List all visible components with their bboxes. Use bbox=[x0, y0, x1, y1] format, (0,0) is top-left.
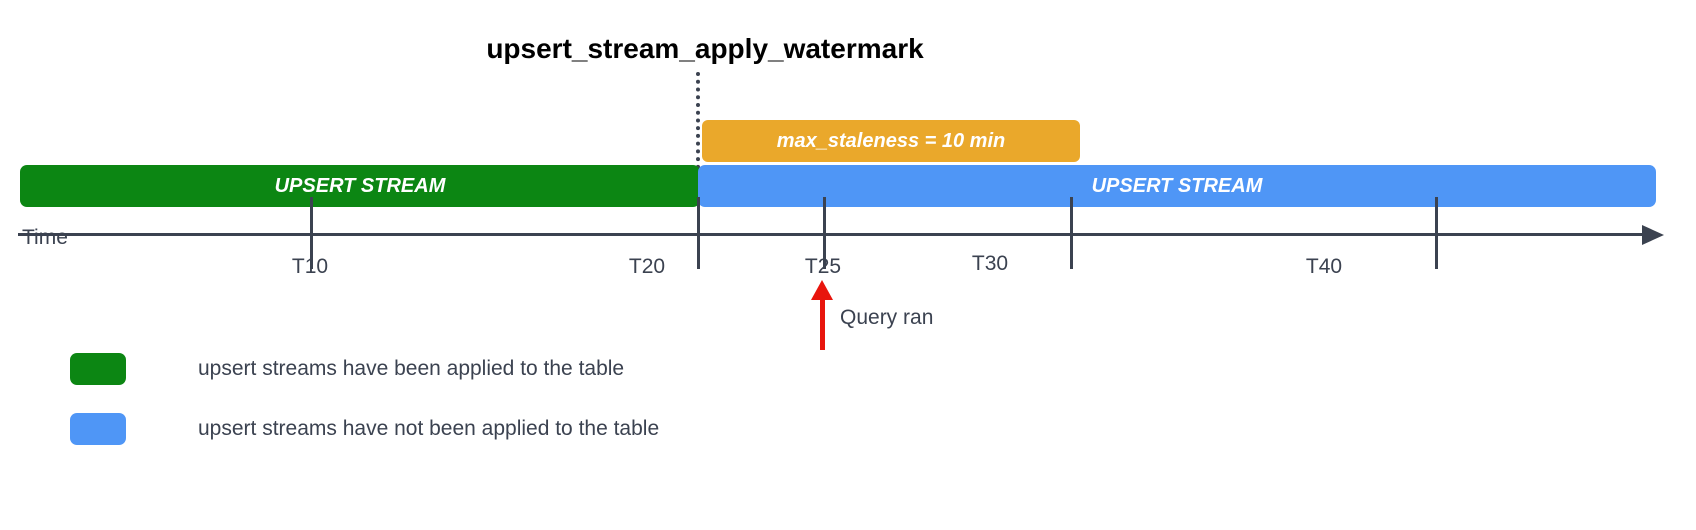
axis-tick-t20 bbox=[697, 197, 700, 269]
legend-label-applied: upsert streams have been applied to the … bbox=[198, 357, 625, 380]
axis-tick-label-t30: T30 bbox=[971, 252, 1009, 275]
axis-tick-t10 bbox=[310, 197, 313, 269]
legend-item-applied: upsert streams have been applied to the … bbox=[70, 353, 624, 385]
legend-label-not-applied: upsert streams have not been applied to … bbox=[198, 417, 660, 440]
upsert-stream-bar-not-applied-label: UPSERT STREAM bbox=[1091, 174, 1263, 197]
max-staleness-box: max_staleness = 10 min bbox=[702, 120, 1080, 162]
axis-tick-label-t20: T20 bbox=[628, 255, 666, 278]
legend-swatch-blue-icon bbox=[70, 413, 126, 445]
axis-tick-t40 bbox=[1435, 197, 1438, 269]
query-ran-arrow-icon bbox=[811, 280, 833, 300]
axis-tick-t30 bbox=[1070, 197, 1073, 269]
upsert-stream-bar-not-applied: UPSERT STREAM bbox=[698, 165, 1656, 207]
watermark-dotted-line-icon bbox=[696, 72, 700, 200]
time-axis-arrow-icon bbox=[1642, 225, 1664, 245]
time-axis-label: Time bbox=[22, 226, 68, 249]
query-ran-arrow-shaft bbox=[820, 295, 825, 350]
upsert-stream-bar-applied-label: UPSERT STREAM bbox=[274, 174, 446, 197]
max-staleness-label: max_staleness = 10 min bbox=[776, 129, 1006, 152]
legend-swatch-green-icon bbox=[70, 353, 126, 385]
axis-tick-label-t10: T10 bbox=[291, 255, 329, 278]
query-ran-label: Query ran bbox=[840, 306, 934, 329]
axis-tick-label-t25: T25 bbox=[804, 255, 842, 278]
diagram-title: upsert_stream_apply_watermark bbox=[486, 33, 924, 64]
time-axis-line bbox=[18, 233, 1648, 236]
upsert-stream-bar-applied: UPSERT STREAM bbox=[20, 165, 700, 207]
axis-tick-t25 bbox=[823, 197, 826, 269]
axis-tick-label-t40: T40 bbox=[1305, 255, 1343, 278]
legend-item-not-applied: upsert streams have not been applied to … bbox=[70, 413, 659, 445]
